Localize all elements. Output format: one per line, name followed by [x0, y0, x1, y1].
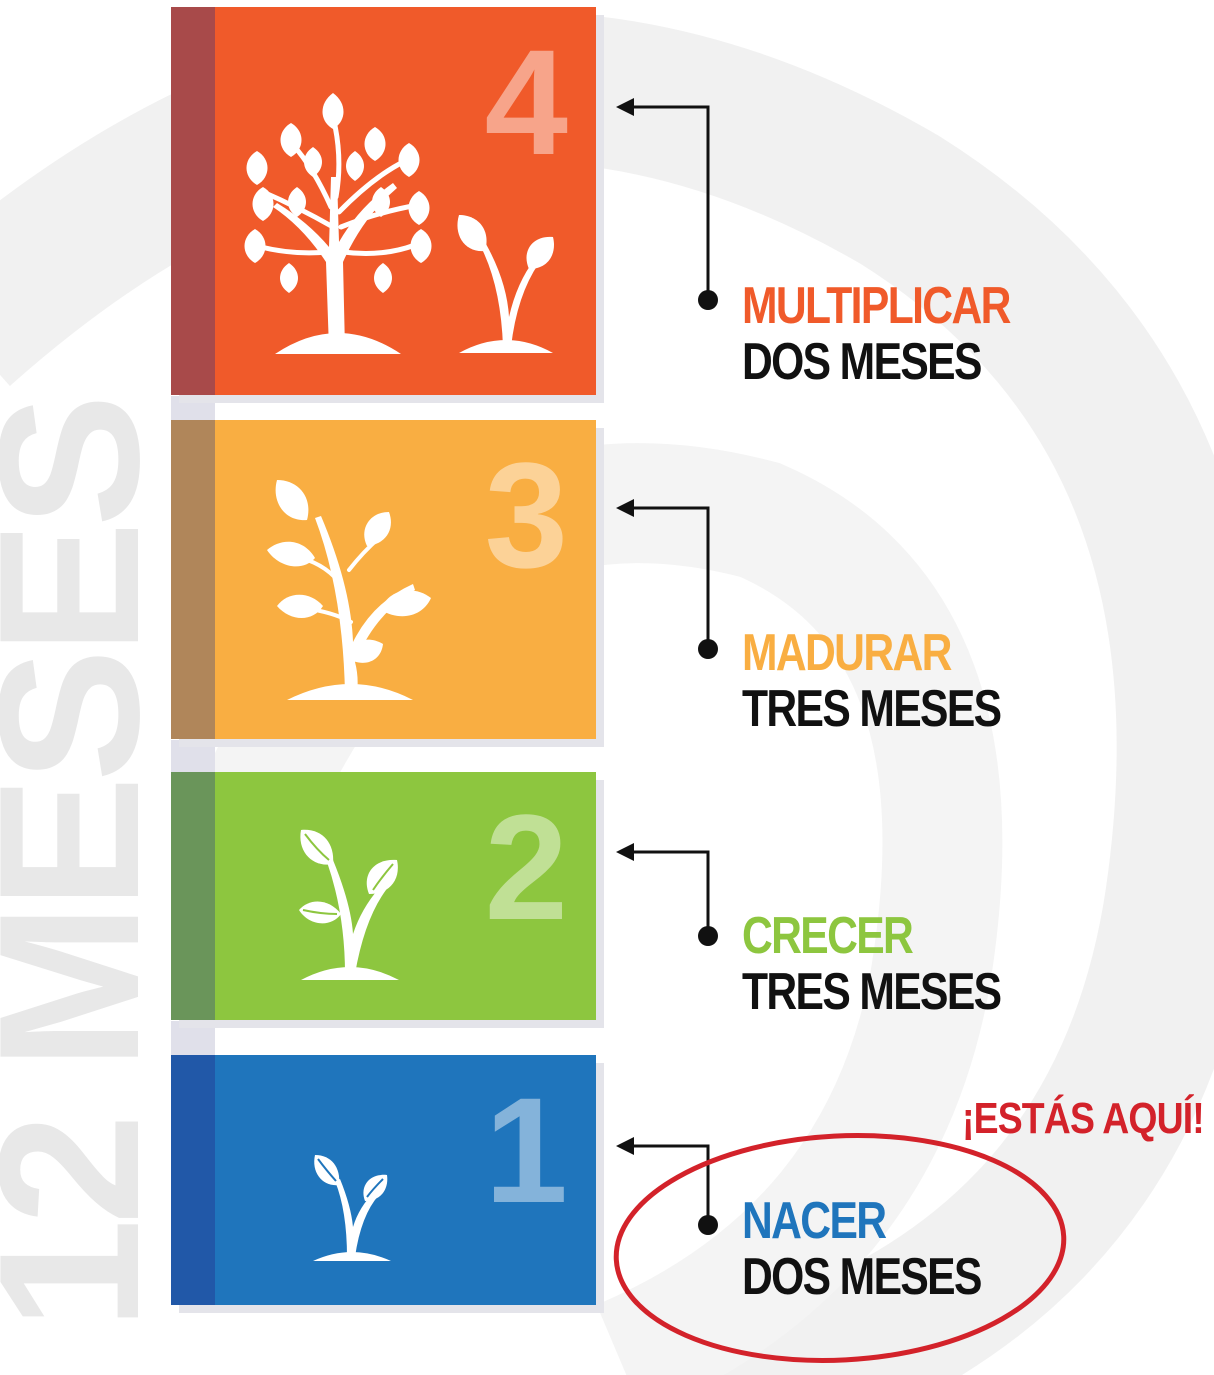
stage-label-3: MADURAR TRES MESES — [742, 625, 1057, 737]
step-number: 2 — [484, 783, 568, 951]
stage-title: CRECER — [742, 907, 914, 965]
stage-label-2: CRECER TRES MESES — [742, 908, 1057, 1020]
step-card-4: 4 — [171, 7, 604, 403]
stage-duration: DOS MESES — [742, 333, 982, 391]
step-card-1: 1 — [171, 1055, 604, 1313]
stage-duration: TRES MESES — [742, 963, 1002, 1021]
step-number: 4 — [484, 18, 568, 186]
sprout-icon — [313, 1155, 391, 1261]
step-number: 1 — [484, 1066, 568, 1234]
stage-duration: TRES MESES — [742, 680, 1002, 738]
sprout-icon — [457, 215, 554, 353]
sprout-icon — [267, 480, 431, 700]
stage-arrow-2 — [616, 843, 718, 946]
step-number: 3 — [484, 431, 568, 599]
tree-icon — [244, 93, 432, 354]
step-card-3: 3 — [171, 420, 604, 747]
stage-arrow-4 — [616, 98, 718, 310]
card-band — [171, 7, 215, 395]
card-face — [171, 420, 596, 739]
stage-arrow-3 — [616, 499, 718, 659]
side-label: 12 MESES — [0, 399, 181, 1330]
stage-title: MULTIPLICAR — [742, 277, 1011, 335]
card-band — [171, 772, 215, 1020]
stage-label-4: MULTIPLICAR DOS MESES — [742, 278, 1069, 390]
current-stage-marker: ¡ESTÁS AQUÍ! — [962, 1094, 1205, 1143]
stage-title: MADURAR — [742, 624, 952, 682]
step-card-2: 2 — [171, 772, 604, 1028]
stage-label-1: NACER DOS MESES — [742, 1193, 1033, 1305]
card-band — [171, 420, 215, 739]
card-band — [171, 1055, 215, 1305]
stage-title: NACER — [742, 1192, 887, 1250]
stage-duration: DOS MESES — [742, 1248, 982, 1306]
stage-arrow-1 — [616, 1137, 718, 1235]
plant-icon — [299, 829, 399, 980]
highlight-ellipse — [613, 1133, 1067, 1363]
